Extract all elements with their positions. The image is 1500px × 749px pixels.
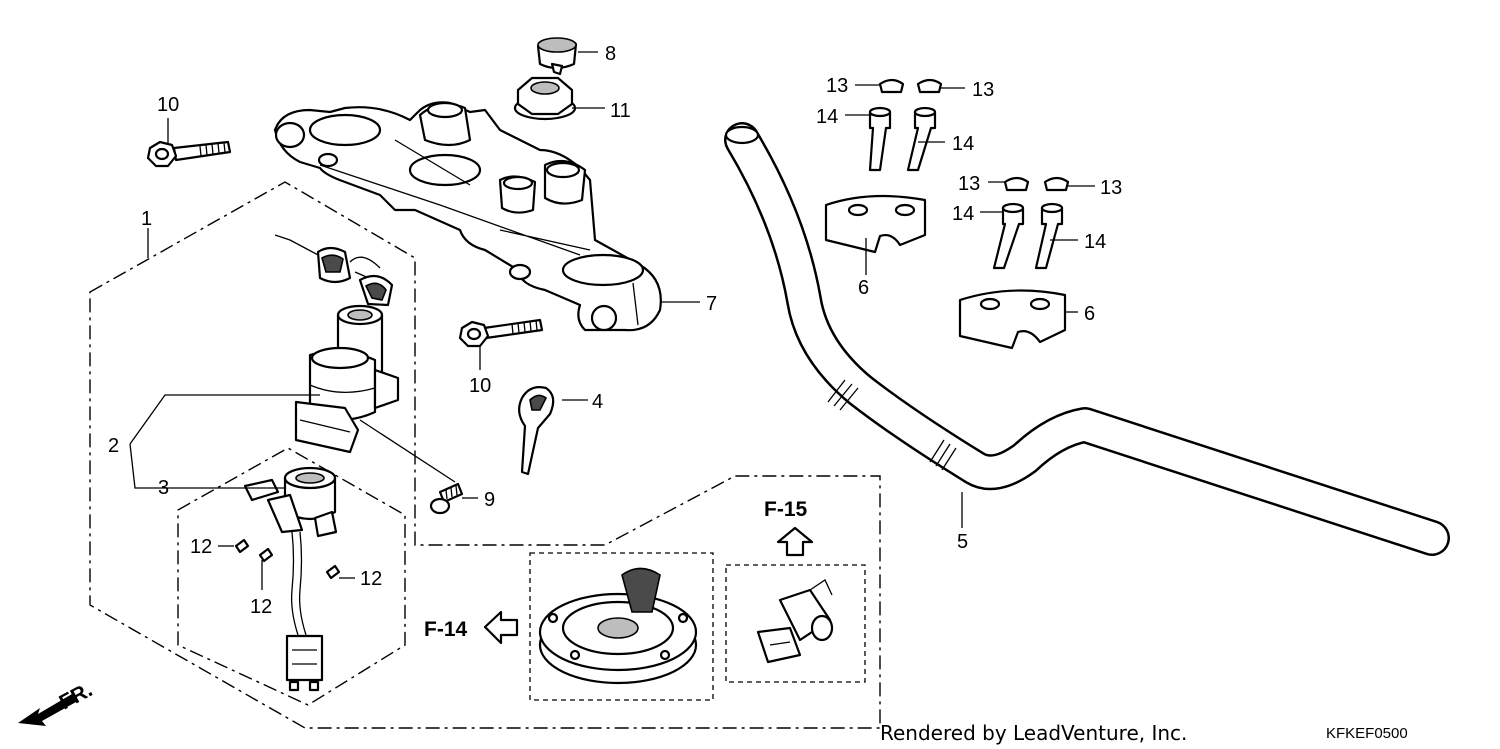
callout-6-upper: 6 xyxy=(858,277,869,299)
callout-9: 9 xyxy=(484,489,495,511)
callout-13-d: 13 xyxy=(1100,177,1122,199)
front-direction-arrow-icon xyxy=(18,694,76,726)
handlebar-5[interactable] xyxy=(724,122,1450,556)
reference-f14[interactable]: F-14 xyxy=(424,618,468,641)
callout-8: 8 xyxy=(605,43,616,65)
callout-13-a: 13 xyxy=(826,75,848,97)
callout-1: 1 xyxy=(141,208,152,230)
handlebar-holder-6-upper[interactable] xyxy=(824,194,927,254)
callout-12-right: 12 xyxy=(360,568,382,590)
callout-10-upper: 10 xyxy=(157,94,179,116)
callout-4: 4 xyxy=(592,391,603,413)
callout-labels: 1 2 3 4 5 6 6 7 8 9 10 10 11 12 12 12 13… xyxy=(108,43,1122,618)
callout-14-c: 14 xyxy=(952,203,974,225)
callout-5: 5 xyxy=(957,531,968,553)
assembly-boundaries xyxy=(89,181,881,729)
ignition-switch[interactable] xyxy=(274,234,400,454)
callout-11: 11 xyxy=(610,100,631,122)
callout-7: 7 xyxy=(706,293,717,315)
callout-12-bottom: 12 xyxy=(250,596,272,618)
bolt-10-upper[interactable] xyxy=(146,140,232,168)
callout-3: 3 xyxy=(158,477,169,499)
lock-box xyxy=(725,564,866,683)
key-blank-4[interactable] xyxy=(518,386,555,476)
callout-12-left: 12 xyxy=(190,536,212,558)
handlebar-holder-6-lower[interactable] xyxy=(958,289,1067,350)
fuel-cap-assembly xyxy=(538,567,698,685)
callout-14-b: 14 xyxy=(952,133,974,155)
subassembly-boundary xyxy=(177,447,406,706)
callout-10-lower: 10 xyxy=(469,375,491,397)
callout-14-a: 14 xyxy=(816,106,838,128)
screws-12[interactable] xyxy=(234,538,341,580)
stem-nut-11[interactable] xyxy=(513,76,577,121)
f15-arrow xyxy=(776,526,814,557)
credit-text: Rendered by LeadVenture, Inc. xyxy=(880,721,1187,745)
callout-13-c: 13 xyxy=(958,173,980,195)
cap-plug-8[interactable] xyxy=(536,37,578,76)
diagram-code: KFKEF0500 xyxy=(1326,725,1408,742)
screw-9[interactable] xyxy=(429,482,464,515)
switch-subassembly[interactable] xyxy=(243,466,338,692)
reference-f15[interactable]: F-15 xyxy=(764,498,808,521)
callout-6-lower: 6 xyxy=(1084,303,1095,325)
callout-2: 2 xyxy=(108,435,119,457)
callout-14-d: 14 xyxy=(1084,231,1106,253)
fuel-cap-box xyxy=(529,552,714,701)
f14-arrow xyxy=(483,610,519,645)
ignition-assembly-boundary xyxy=(89,181,881,729)
leader-lines xyxy=(129,51,1095,590)
callout-13-b: 13 xyxy=(972,79,994,101)
bolts-14[interactable] xyxy=(868,106,1064,270)
top-bridge[interactable] xyxy=(273,101,662,332)
seat-lock-assembly xyxy=(756,579,834,664)
caps-13[interactable] xyxy=(878,78,1070,192)
bolt-10-lower[interactable] xyxy=(458,318,544,348)
